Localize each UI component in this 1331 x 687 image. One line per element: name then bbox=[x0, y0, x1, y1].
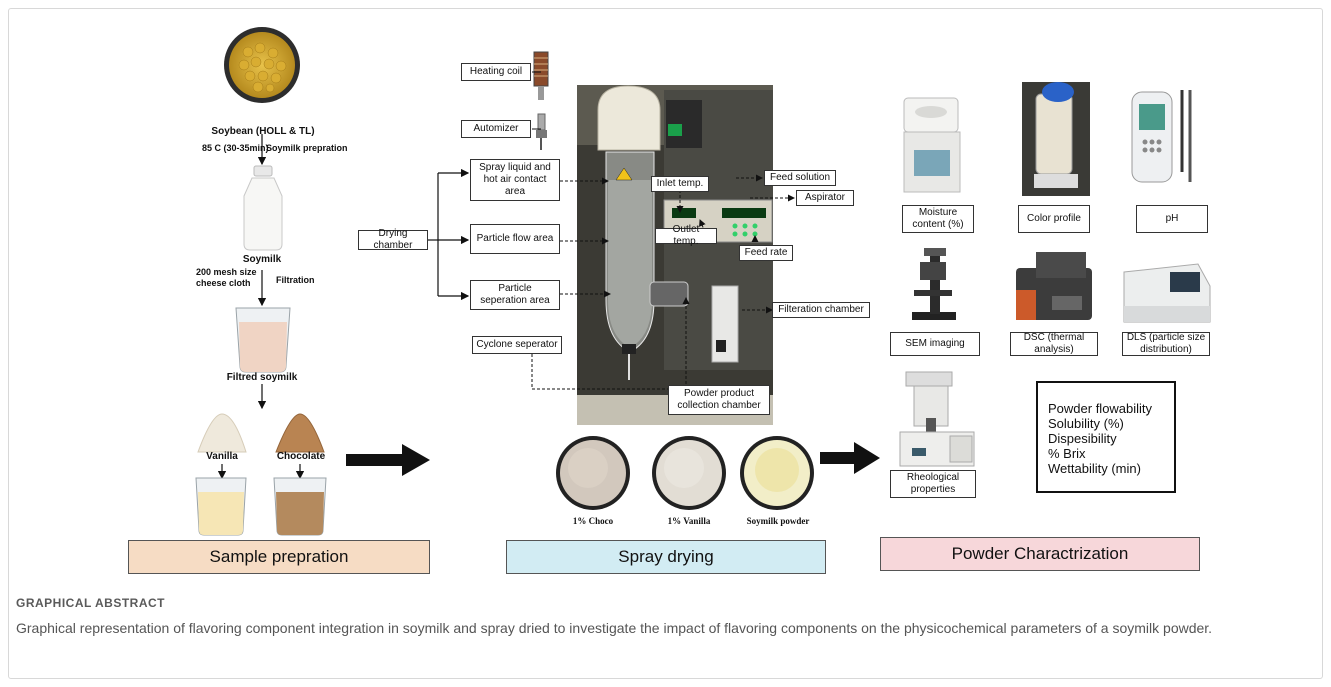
atomizer-label: Automizer bbox=[461, 120, 531, 138]
filtered-soymilk-label: Filtred soymilk bbox=[226, 372, 298, 383]
heating-coil-label: Heating coil bbox=[461, 63, 531, 81]
soymilk-bottle-image bbox=[243, 165, 283, 251]
sample-label-soymilk-powder: Soymilk powder bbox=[746, 516, 810, 526]
sem-microscope-image bbox=[912, 248, 956, 320]
atomizer-image bbox=[536, 113, 547, 150]
aspirator-label: Aspirator bbox=[796, 190, 854, 206]
chocolate-beaker-image bbox=[273, 477, 327, 536]
moisture-content-label: Moisture content (%) bbox=[902, 205, 974, 233]
property-item: Powder flowability bbox=[1048, 401, 1153, 416]
particle-separation-label: Particle seperation area bbox=[470, 280, 560, 310]
arrow-to-spray-drying bbox=[346, 444, 430, 476]
vanilla-beaker-image bbox=[195, 477, 247, 536]
soybean-label: Soybean (HOLL & TL) bbox=[211, 126, 315, 137]
filteration-chamber-label: Filteration chamber bbox=[772, 302, 870, 318]
ph-label: pH bbox=[1136, 205, 1208, 233]
feed-solution-label: Feed solution bbox=[764, 170, 836, 186]
colorimeter-image bbox=[1022, 82, 1090, 196]
inlet-temp-label: Inlet temp. bbox=[651, 176, 709, 192]
chocolate-powder-image bbox=[275, 413, 325, 453]
powder-collection-label: Powder product collection chamber bbox=[668, 385, 770, 415]
feed-rate-label: Feed rate bbox=[739, 245, 793, 261]
property-item: Wettability (min) bbox=[1048, 461, 1141, 476]
stage-powder-characterization: Powder Charactrization bbox=[880, 537, 1200, 571]
stage-spray-drying: Spray drying bbox=[506, 540, 826, 574]
dsc-instrument-image bbox=[1016, 252, 1092, 320]
figure-frame bbox=[8, 8, 1323, 679]
soymilk-label: Soymilk bbox=[242, 254, 282, 265]
heating-coil-image bbox=[533, 51, 549, 100]
sem-imaging-label: SEM imaging bbox=[890, 332, 980, 356]
dsc-label: DSC (thermal analysis) bbox=[1010, 332, 1098, 356]
dls-label: DLS (particle size distribution) bbox=[1122, 332, 1210, 356]
color-profile-label: Color profile bbox=[1018, 205, 1090, 233]
rheometer-image bbox=[899, 371, 975, 467]
sample-dish-soymilk bbox=[740, 436, 814, 510]
sample-dish-choco bbox=[556, 436, 630, 510]
spray-dryer-photo bbox=[577, 85, 773, 425]
sample-dish-vanilla bbox=[652, 436, 726, 510]
moisture-analyzer-image bbox=[903, 97, 961, 193]
cyclone-label: Cyclone seperator bbox=[472, 336, 562, 354]
filtered-soymilk-beaker-image bbox=[235, 307, 291, 373]
powder-properties-box: Powder flowability Solubility (%) Dispes… bbox=[1036, 381, 1176, 493]
drying-chamber-connectors bbox=[428, 168, 470, 301]
drying-chamber-label: Drying chamber bbox=[358, 228, 428, 251]
mesh-label: 200 mesh size cheese cloth bbox=[196, 267, 257, 288]
property-item: Dispesibility bbox=[1048, 431, 1117, 446]
soymilk-preparation-label: Soymilk prepration bbox=[266, 143, 348, 153]
caption-heading: GRAPHICAL ABSTRACT bbox=[16, 596, 165, 610]
sample-label-choco: 1% Choco bbox=[572, 516, 614, 526]
filtration-label: Filtration bbox=[276, 275, 315, 285]
soybean-dish-image bbox=[224, 27, 300, 103]
spray-dashed-leaders bbox=[531, 71, 795, 390]
caption-text: Graphical representation of flavoring co… bbox=[16, 620, 1213, 636]
property-item: Solubility (%) bbox=[1048, 416, 1124, 431]
particle-flow-label: Particle flow area bbox=[470, 224, 560, 254]
spray-liquid-label: Spray liquid and hot air contact area bbox=[470, 159, 560, 201]
chocolate-label: Chocolate bbox=[276, 451, 326, 462]
vanilla-label: Vanilla bbox=[206, 451, 238, 462]
ph-meter-image bbox=[1131, 90, 1192, 183]
stage-sample-preparation: Sample prepration bbox=[128, 540, 430, 574]
temperature-label: 85 C (30-35min) bbox=[202, 143, 269, 153]
vanilla-powder-image bbox=[197, 413, 247, 453]
property-item: % Brix bbox=[1048, 446, 1086, 461]
arrow-to-characterization bbox=[820, 442, 880, 474]
dls-instrument-image bbox=[1123, 263, 1211, 323]
outlet-temp-label: Outlet temp. bbox=[655, 224, 717, 247]
rheological-properties-label: Rheological properties bbox=[890, 470, 976, 498]
sample-label-vanilla: 1% Vanilla bbox=[667, 516, 711, 526]
